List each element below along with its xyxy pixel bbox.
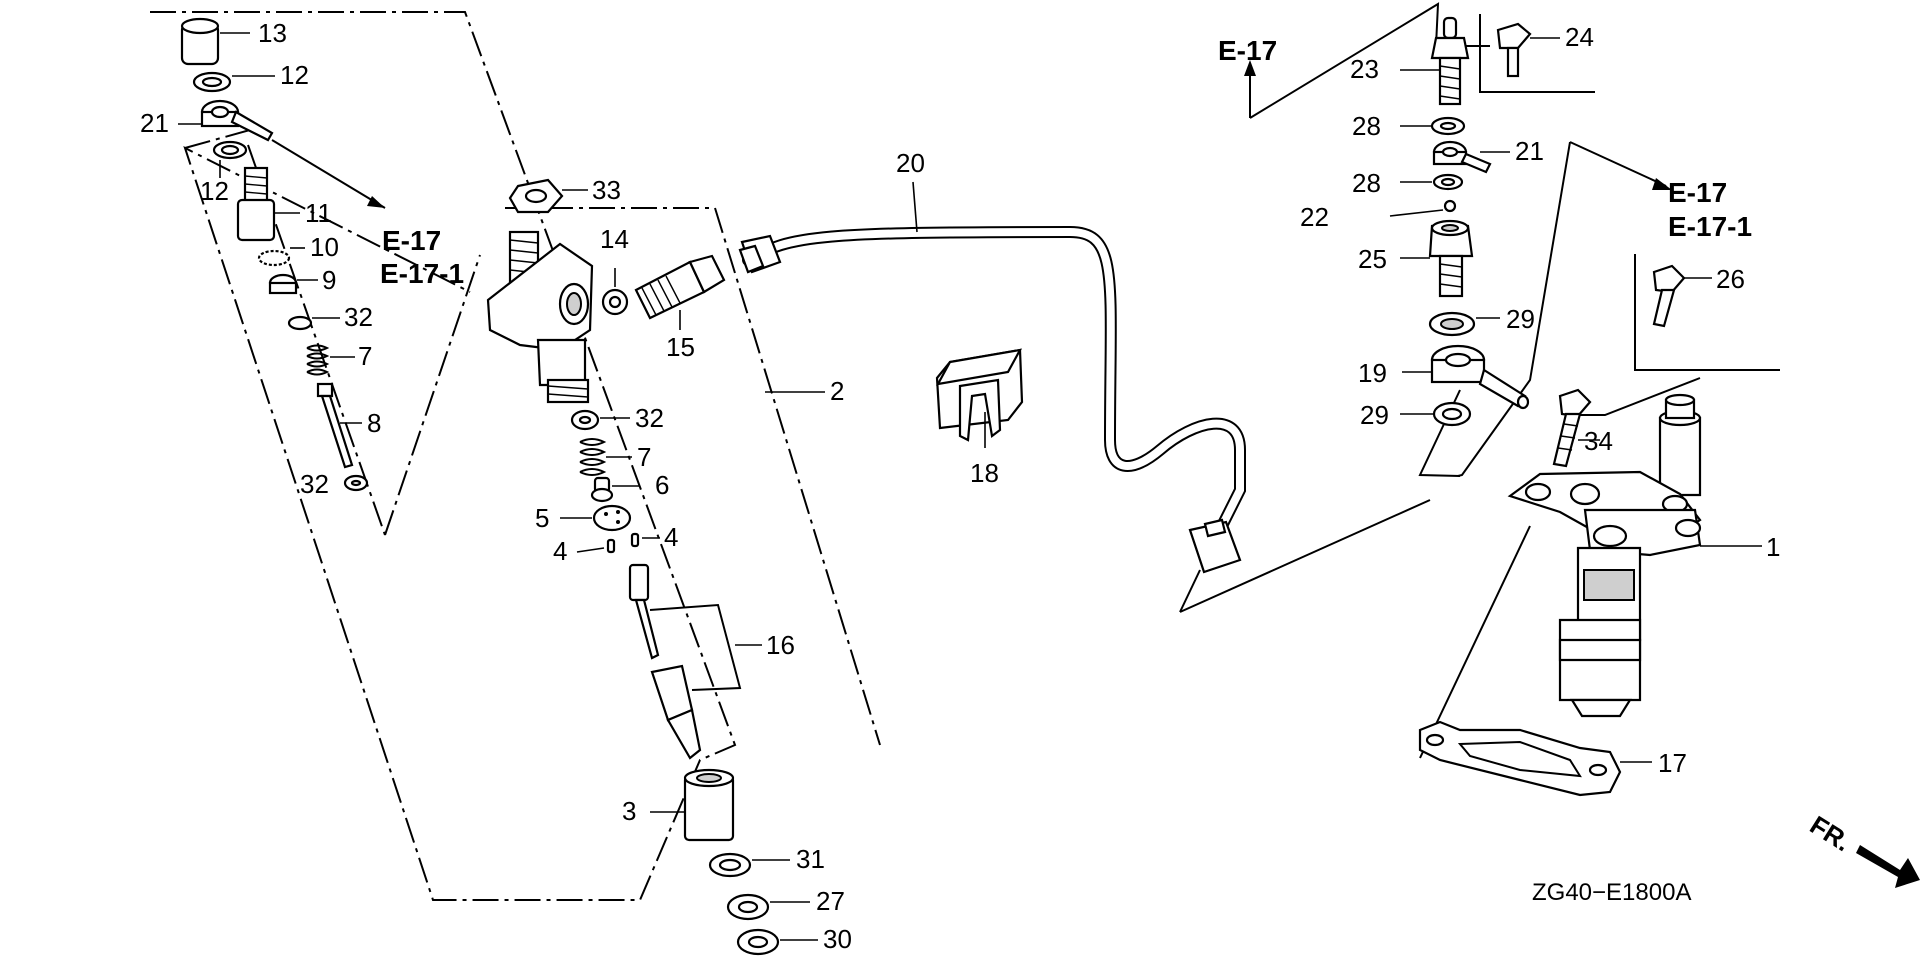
label-33: 33 <box>592 175 621 205</box>
part-34-bolt <box>1552 388 1600 468</box>
part-21-banjo-right <box>1432 140 1510 174</box>
label-32-c: 32 <box>635 403 664 433</box>
label-8: 8 <box>367 408 381 438</box>
part-29-washer-b <box>1400 401 1472 427</box>
part-4-pins <box>576 532 660 554</box>
part-5-spacer <box>560 504 632 532</box>
label-21-right: 21 <box>1515 136 1544 166</box>
label-7-b: 7 <box>637 442 651 472</box>
part-32-washer-b <box>343 474 369 492</box>
part-22-ball <box>1389 199 1457 217</box>
part-17-gasket <box>1418 720 1652 797</box>
part-18-clamp <box>935 348 1024 448</box>
label-24: 24 <box>1565 22 1594 52</box>
injector-holder-body <box>486 230 594 404</box>
label-16: 16 <box>766 630 795 660</box>
part-29-washer-a <box>1428 311 1500 337</box>
label-15: 15 <box>666 332 695 362</box>
label-18: 18 <box>970 458 999 488</box>
part-8-pushrod <box>316 382 362 469</box>
label-12-lower: 12 <box>200 176 229 206</box>
label-29-a: 29 <box>1506 304 1535 334</box>
ref-e17-1-right: E-17-1 <box>1668 211 1752 242</box>
label-14: 14 <box>600 224 629 254</box>
label-22: 22 <box>1300 202 1329 232</box>
label-27: 27 <box>816 886 845 916</box>
label-3: 3 <box>622 796 636 826</box>
part-6-seat <box>590 476 640 503</box>
part-7-spring-a <box>306 344 355 376</box>
label-9: 9 <box>322 265 336 295</box>
part-16-nozzle <box>628 563 762 760</box>
part-24-bolt <box>1496 22 1560 78</box>
part-11-holder-nut <box>236 166 300 242</box>
part-19-delivery-banjo <box>1402 344 1530 410</box>
label-32-b: 32 <box>300 469 329 499</box>
left-assembly-outline <box>150 11 881 901</box>
part-25-valve-holder <box>1400 219 1474 298</box>
label-30: 30 <box>823 924 852 954</box>
label-28-b: 28 <box>1352 168 1381 198</box>
part-30-washer <box>736 928 818 956</box>
label-13: 13 <box>258 18 287 48</box>
part-27-washer <box>726 893 810 921</box>
label-6: 6 <box>655 470 669 500</box>
part-23-fitting <box>1400 16 1470 106</box>
part-31-washer <box>708 852 790 878</box>
part-9-cap <box>268 273 318 295</box>
part-32-washer-a <box>287 315 340 331</box>
label-32-a: 32 <box>344 302 373 332</box>
label-5: 5 <box>535 503 549 533</box>
label-7-a: 7 <box>358 341 372 371</box>
label-28-a: 28 <box>1352 111 1381 141</box>
label-10: 10 <box>310 232 339 262</box>
ref-e17-right: E-17 <box>1668 177 1727 208</box>
label-4-a: 4 <box>553 536 567 566</box>
label-29-b: 29 <box>1360 400 1389 430</box>
part-32-washer-c <box>570 409 630 431</box>
part-33-nut <box>508 178 588 214</box>
part-7-spring-b <box>579 438 632 476</box>
part-28-washer-b <box>1400 173 1464 191</box>
label-26: 26 <box>1716 264 1745 294</box>
part-28-washer-a <box>1400 116 1466 136</box>
front-arrow-icon <box>1856 845 1920 888</box>
label-12-upper: 12 <box>280 60 309 90</box>
label-34: 34 <box>1584 426 1613 456</box>
label-31: 31 <box>796 844 825 874</box>
part-14-washer <box>601 268 629 316</box>
label-1: 1 <box>1766 532 1780 562</box>
label-17: 17 <box>1658 748 1687 778</box>
part-26-bolt <box>1652 264 1712 328</box>
ref-e17-top: E-17 <box>1218 35 1277 66</box>
label-21-left: 21 <box>140 108 169 138</box>
ref-e17-1-left: E-17-1 <box>380 258 464 289</box>
label-4-b: 4 <box>664 522 678 552</box>
label-19: 19 <box>1358 358 1387 388</box>
label-23: 23 <box>1350 54 1379 84</box>
label-2: 2 <box>830 376 844 406</box>
front-indicator-label: FR. <box>1805 810 1856 858</box>
part-10-ring <box>257 247 305 267</box>
label-25: 25 <box>1358 244 1387 274</box>
ref-e17-left: E-17 <box>382 225 441 256</box>
diagram-code: ZG40−E1800A <box>1532 879 1691 906</box>
part-21-banjo-left <box>178 99 386 209</box>
part-15-connector <box>634 254 726 330</box>
part-12-washer-lower <box>212 140 248 178</box>
part-13-cap <box>180 17 250 66</box>
label-20: 20 <box>896 148 925 178</box>
part-3-retaining-nut <box>650 768 735 842</box>
label-11: 11 <box>305 198 332 228</box>
part-20-fuel-pipe <box>738 181 1431 613</box>
right-bracket-outline <box>1244 2 1780 759</box>
part-1-injection-pump <box>1507 393 1762 718</box>
part-12-washer-upper <box>192 71 275 93</box>
